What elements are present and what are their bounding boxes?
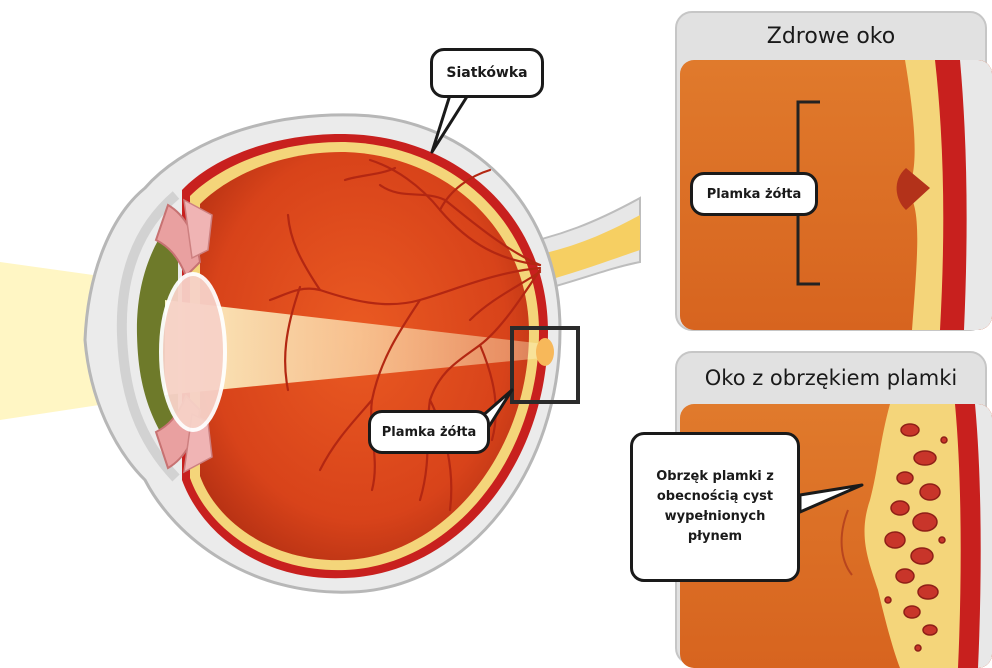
healthy-panel-title: Zdrowe oko xyxy=(676,14,986,60)
edema-panel-title: Oko z obrzękiem plamki xyxy=(676,355,986,401)
edema-callout: Obrzęk plamki z obecnością cyst wypełnio… xyxy=(630,432,800,582)
healthy-macula-callout: Plamka żółta xyxy=(690,172,818,216)
macula-spot xyxy=(536,338,554,366)
macula-callout: Plamka żółta xyxy=(368,410,490,454)
retina-callout: Siatkówka xyxy=(430,48,544,98)
lens xyxy=(161,274,225,430)
